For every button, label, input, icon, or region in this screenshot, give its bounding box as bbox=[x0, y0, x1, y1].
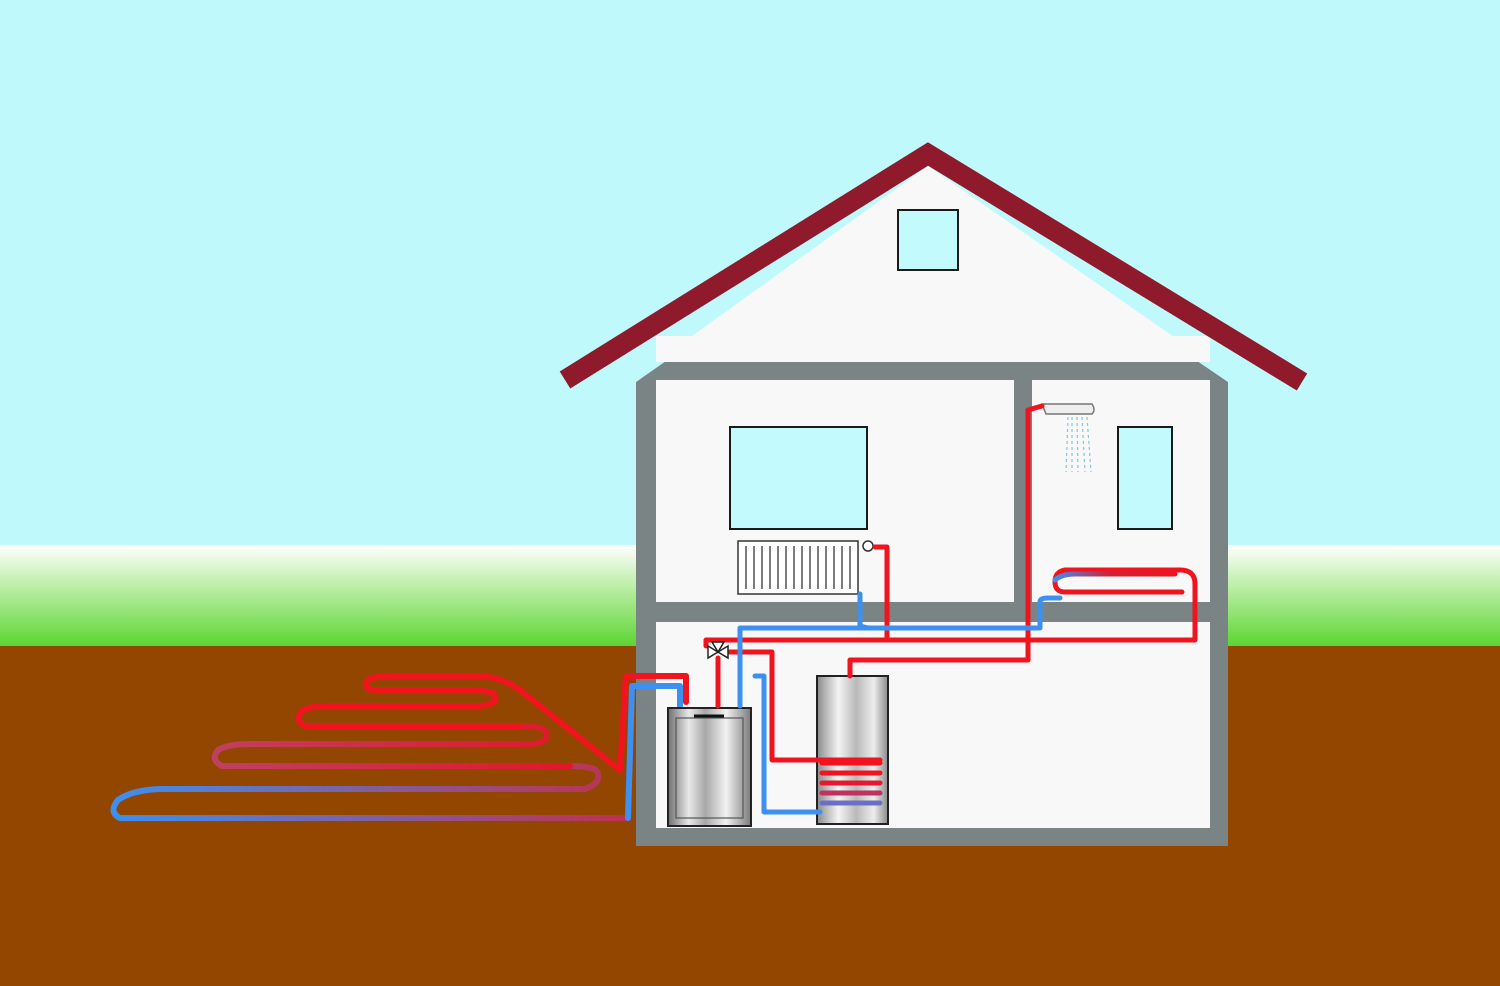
ground-collector-loop bbox=[110, 673, 689, 821]
distribution-pipes bbox=[703, 403, 1198, 815]
shower bbox=[1040, 403, 1095, 473]
hot-water-tank bbox=[816, 675, 889, 825]
living-room-window bbox=[729, 426, 868, 530]
attic-window bbox=[897, 209, 959, 271]
shower-head-icon bbox=[1040, 403, 1095, 415]
radiator bbox=[737, 540, 874, 595]
bathroom-window bbox=[1117, 426, 1173, 530]
tank-heating-coil bbox=[819, 760, 883, 806]
house bbox=[559, 142, 1308, 846]
radiator-valve-icon bbox=[862, 540, 874, 552]
roof bbox=[559, 142, 1308, 391]
three-way-valve-icon bbox=[707, 641, 729, 660]
attic-band bbox=[656, 336, 1210, 362]
heat-pump-unit bbox=[667, 707, 752, 827]
